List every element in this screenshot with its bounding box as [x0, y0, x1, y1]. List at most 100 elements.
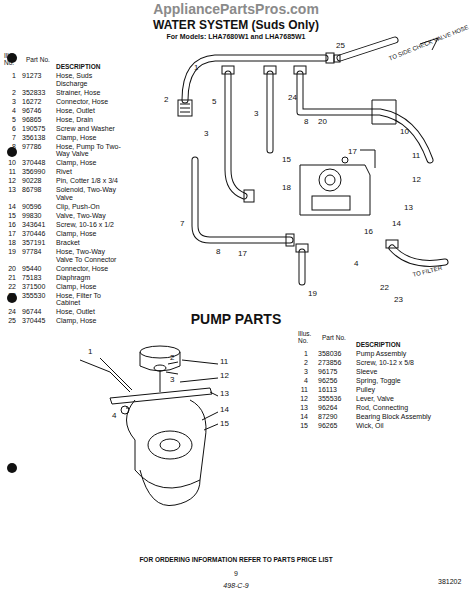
- hose-note: TO SIDE CHECK VALVE HOSE: [388, 24, 470, 62]
- drawing-stroke: [228, 74, 244, 196]
- callout-number: 12: [220, 372, 229, 381]
- callout-number: 15: [220, 420, 229, 429]
- drawing-stroke: [182, 360, 218, 364]
- drawing-stroke: [100, 358, 132, 390]
- part-description: Clip, Push-On: [56, 203, 122, 211]
- part-number: 96256: [318, 377, 337, 385]
- part-description: Diaphragm: [56, 274, 122, 282]
- part-number: 96264: [318, 404, 337, 412]
- drawing-stroke: [319, 169, 341, 191]
- callout-number: 15: [282, 156, 291, 165]
- callout-number: 17: [348, 148, 357, 157]
- part-number: 96265: [318, 422, 337, 430]
- item-number: 3: [2, 98, 16, 106]
- part-description: Solenoid, Two-Way Valve: [56, 186, 122, 202]
- part-description: Pin, Cotter 1/8 x 3/4: [56, 177, 122, 185]
- callout-number: 3: [204, 130, 208, 139]
- part-number: 370448: [22, 159, 45, 167]
- item-number: 2: [294, 359, 308, 367]
- item-number: 12: [294, 395, 308, 403]
- callout-number: 18: [282, 184, 291, 193]
- callout-number: 19: [308, 290, 317, 299]
- part-description: Hose, Drain: [56, 116, 122, 124]
- callout-number: 23: [394, 296, 403, 305]
- part-description: Hose, Pump To Two-Way Valve: [56, 143, 122, 159]
- drawing-stroke: [244, 190, 254, 202]
- item-number: 4: [294, 377, 308, 385]
- part-description: Rod, Connecting: [356, 404, 436, 412]
- part-description: Hose, Filter To Cabinet: [56, 292, 122, 308]
- drawing-stroke: [300, 252, 305, 282]
- drawing-stroke: [185, 58, 325, 100]
- callout-number: 14: [392, 220, 401, 229]
- part-description: Screw, 10-16 x 1/2: [56, 221, 122, 229]
- part-number: 95440: [22, 265, 41, 273]
- column-head: Illus. No.: [298, 330, 318, 345]
- part-description: Clamp, Hose: [56, 283, 122, 291]
- callout-number: 13: [404, 204, 413, 213]
- section-title: PUMP PARTS: [191, 312, 282, 328]
- item-number: 25: [2, 317, 16, 325]
- item-number: 2: [2, 89, 16, 97]
- column-head: Part No.: [322, 334, 348, 341]
- part-description: Pump Assembly: [356, 350, 436, 358]
- part-number: 357191: [22, 239, 45, 247]
- part-description: Bracket: [56, 239, 122, 247]
- item-number: 15: [2, 212, 16, 220]
- part-description: Clamp, Hose: [56, 317, 122, 325]
- drawing-stroke: [267, 74, 274, 150]
- part-description: Sleeve: [356, 368, 436, 376]
- item-number: 18: [2, 239, 16, 247]
- item-number: 8: [2, 143, 16, 151]
- item-number: 23: [2, 292, 16, 300]
- callout-number: 1: [88, 348, 92, 357]
- item-number: 1: [294, 350, 308, 358]
- part-number: 91273: [22, 72, 41, 80]
- drawing-stroke: [264, 66, 276, 74]
- callout-number: 1: [194, 64, 198, 73]
- callout-number: 12: [412, 176, 421, 185]
- part-description: Connector, Hose: [56, 265, 122, 273]
- part-description: Screw and Washer: [56, 125, 122, 133]
- column-head: DESCRIPTION: [56, 63, 100, 70]
- item-number: 19: [2, 248, 16, 256]
- drawing-stroke: [166, 372, 178, 374]
- drawing-stroke: [386, 240, 398, 248]
- part-description: Clamp, Hose: [56, 159, 122, 167]
- drawing-stroke: [294, 66, 306, 74]
- part-number: 99830: [22, 212, 41, 220]
- part-description: Clamp, Hose: [56, 134, 122, 142]
- part-description: Hose, Outlet: [56, 107, 122, 115]
- part-description: Clamp, Hose: [56, 230, 122, 238]
- part-description: Rivet: [56, 168, 122, 176]
- callout-number: 5: [212, 98, 216, 107]
- drawing-stroke: [325, 175, 335, 185]
- part-number: 343641: [22, 221, 45, 229]
- part-description: Bearing Block Assembly: [356, 413, 436, 421]
- callout-number: 4: [112, 412, 116, 421]
- part-number: 87290: [318, 413, 337, 421]
- part-number: 97784: [22, 248, 41, 256]
- drawing-stroke: [185, 40, 445, 282]
- item-number: 12: [2, 177, 16, 185]
- drawing-stroke: [178, 100, 192, 116]
- part-number: 90596: [22, 203, 41, 211]
- drawing-stroke: [80, 360, 130, 392]
- item-number: 14: [2, 203, 16, 211]
- item-number: 15: [294, 422, 308, 430]
- drawing-stroke: [110, 388, 212, 404]
- item-number: 11: [2, 168, 16, 176]
- page-number: 9: [234, 570, 238, 578]
- part-description: Lever, Valve: [356, 395, 436, 403]
- part-description: Connector, Hose: [56, 98, 122, 106]
- callout-number: 11: [220, 358, 228, 367]
- handwritten-code: 498-C-9: [223, 582, 248, 590]
- drawing-stroke: [160, 439, 180, 451]
- drawing-stroke: [140, 352, 180, 371]
- item-number: 20: [2, 265, 16, 273]
- drawing-stroke: [80, 346, 218, 506]
- callout-number: 13: [220, 390, 229, 399]
- part-number: 96865: [22, 116, 41, 124]
- callout-number: 24: [288, 94, 297, 103]
- drawing-stroke: [180, 378, 218, 382]
